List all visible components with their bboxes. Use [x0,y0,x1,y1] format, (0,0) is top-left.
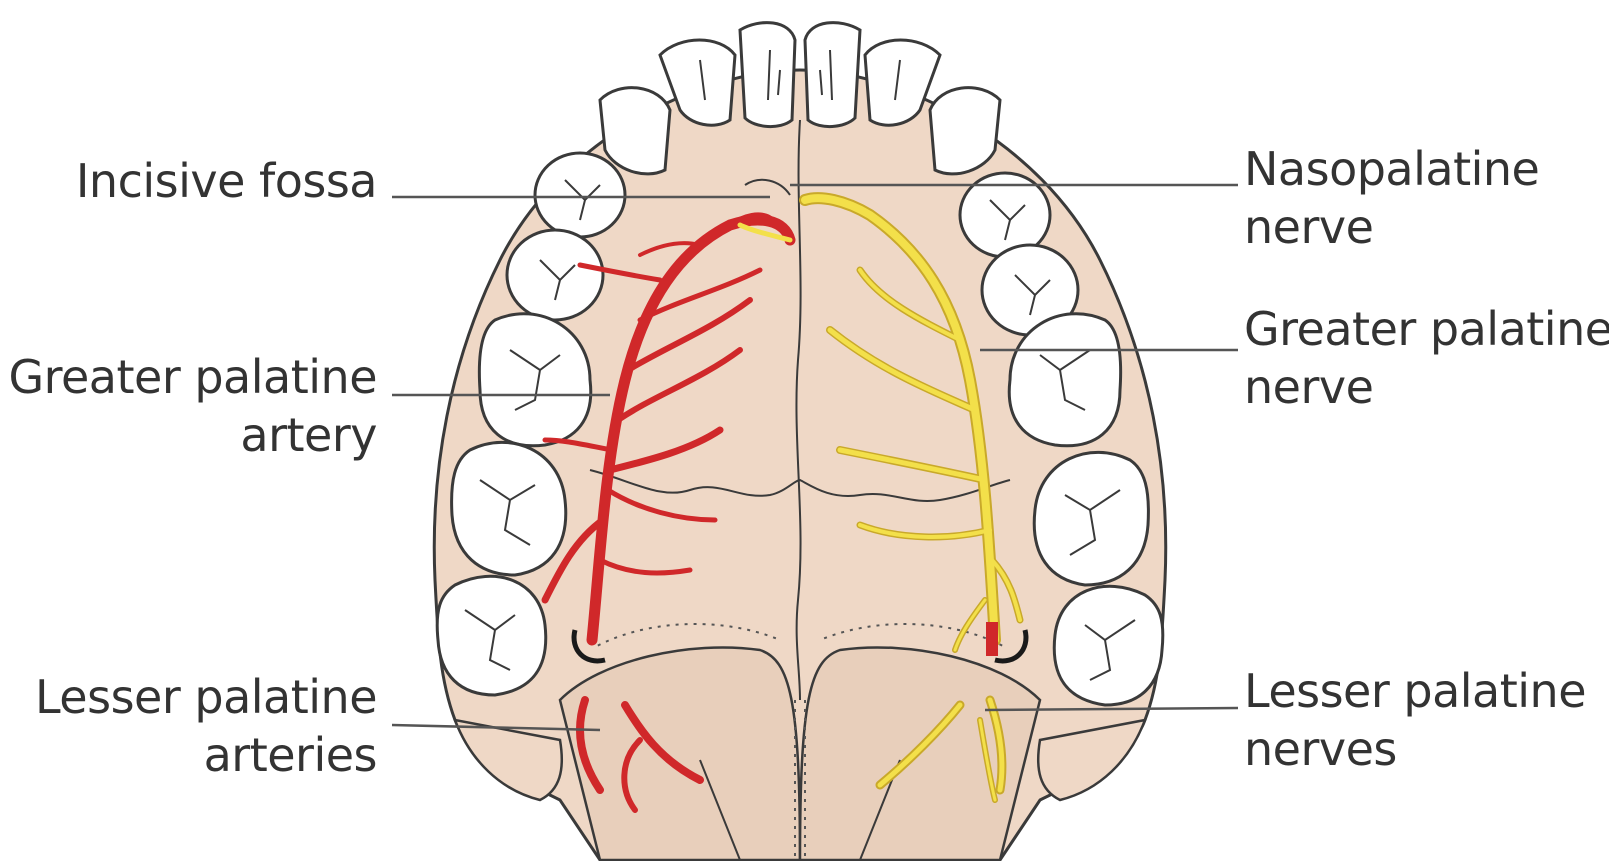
label-lesser-palatine-arteries: Lesser palatine arteries [35,668,377,784]
label-lesser-palatine-nerves-line-2: nerves [1244,720,1586,778]
label-nasopalatine-nerve-line-1: Nasopalatine [1244,140,1539,198]
tooth [805,23,860,127]
label-incisive-fossa-line-1: Incisive fossa [76,152,377,210]
label-lesser-palatine-arteries-line-2: arteries [35,726,377,784]
label-lesser-palatine-nerves-line-1: Lesser palatine [1244,662,1586,720]
label-greater-palatine-artery-line-2: artery [8,406,377,464]
tooth [740,23,795,127]
label-greater-palatine-nerve: Greater palatine nerve [1244,300,1609,416]
label-greater-palatine-artery-line-1: Greater palatine [8,348,377,406]
label-lesser-palatine-arteries-line-1: Lesser palatine [35,668,377,726]
label-nasopalatine-nerve-line-2: nerve [1244,198,1539,256]
label-lesser-palatine-nerves: Lesser palatine nerves [1244,662,1586,778]
label-incisive-fossa: Incisive fossa [76,152,377,210]
label-greater-palatine-nerve-line-1: Greater palatine [1244,300,1609,358]
label-greater-palatine-nerve-line-2: nerve [1244,358,1609,416]
tooth [1054,586,1163,705]
greater-palatine-artery-tip [986,622,998,656]
label-nasopalatine-nerve: Nasopalatine nerve [1244,140,1539,256]
label-greater-palatine-artery: Greater palatine artery [8,348,377,464]
tooth [437,576,546,695]
